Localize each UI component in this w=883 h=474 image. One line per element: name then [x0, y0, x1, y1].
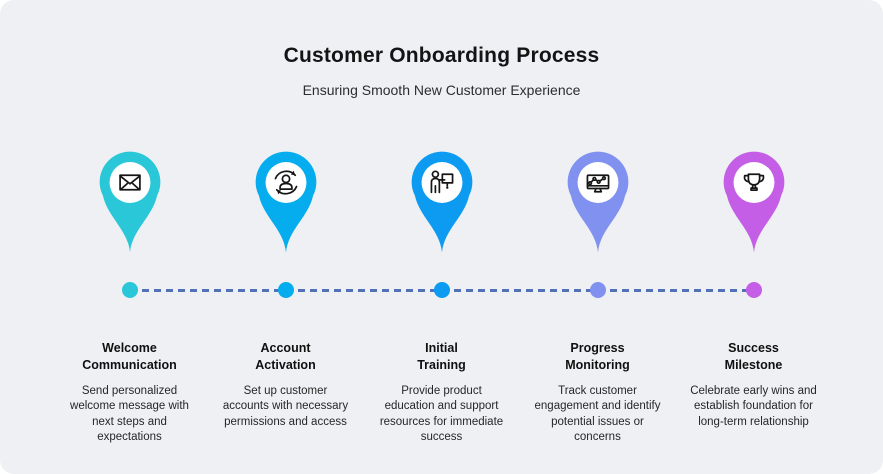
step-title: Initial Training [417, 341, 466, 372]
page-subtitle: Ensuring Smooth New Customer Experience [302, 82, 581, 98]
step-title: Progress Monitoring [565, 341, 630, 372]
user-sync-icon [274, 170, 297, 195]
step-title: Success Milestone [724, 341, 783, 372]
page-title: Customer Onboarding Process [283, 44, 600, 67]
step-label-4: Progress Monitoring Track customer engag… [520, 340, 676, 445]
step-description: Send personalized welcome message with n… [70, 384, 189, 443]
timeline-dot-5 [745, 282, 762, 298]
map-pin-icon [99, 151, 160, 253]
step-title: Account Activation [255, 341, 316, 372]
timeline [52, 282, 832, 298]
step-label-1: Welcome Communication Send personalized … [52, 340, 208, 445]
step-description: Track customer engagement and identify p… [534, 384, 661, 443]
presentation-training-icon [430, 170, 453, 194]
pin-row [52, 148, 832, 254]
step-title: Welcome Communication [82, 341, 177, 372]
map-pin-icon [723, 151, 784, 253]
pin-step-5 [676, 148, 832, 254]
header: Customer Onboarding Process Ensuring Smo… [0, 0, 883, 98]
timeline-dot-2 [277, 282, 294, 298]
envelope-icon [118, 174, 141, 191]
step-label-5: Success Milestone Celebrate early wins a… [676, 340, 832, 445]
timeline-dot-3 [433, 282, 450, 298]
pin-step-1 [52, 148, 208, 254]
step-description: Provide product education and support re… [379, 384, 504, 443]
map-pin-icon [411, 151, 472, 253]
map-pin-icon [567, 151, 628, 253]
step-label-3: Initial Training Provide product educati… [364, 340, 520, 445]
step-description: Set up customer accounts with necessary … [222, 384, 349, 428]
pin-step-4 [520, 148, 676, 254]
label-row: Welcome Communication Send personalized … [52, 340, 832, 445]
monitor-chart-icon [586, 174, 609, 193]
pin-step-3 [364, 148, 520, 254]
pin-step-2 [208, 148, 364, 254]
step-description: Celebrate early wins and establish found… [690, 384, 817, 428]
timeline-dot-1 [121, 282, 138, 298]
map-pin-icon [255, 151, 316, 253]
timeline-dot-4 [589, 282, 606, 298]
trophy-icon [743, 173, 764, 191]
step-label-2: Account Activation Set up customer accou… [208, 340, 364, 445]
